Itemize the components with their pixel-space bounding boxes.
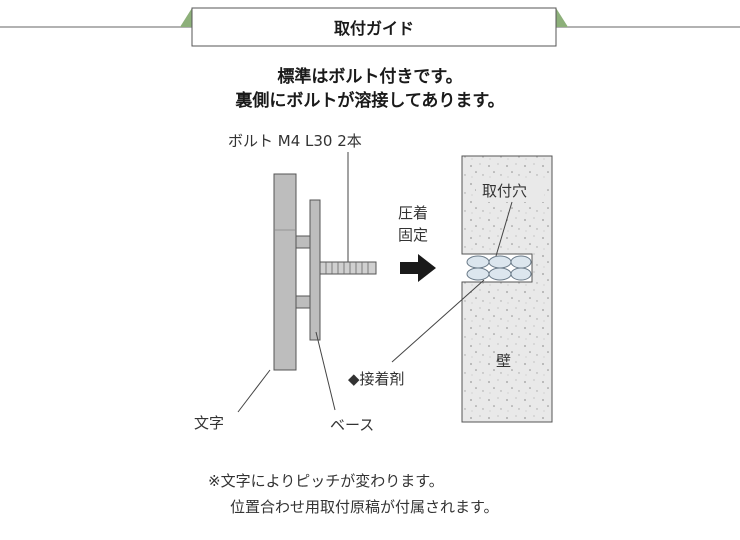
mount-hole-label-bg [476, 178, 544, 202]
arrow-right-icon [400, 254, 436, 282]
spacer-top [295, 235, 311, 249]
letter-leader-line [237, 369, 271, 413]
mount-hole-leader-line [495, 201, 513, 257]
press-fix-label-2: 固定 [398, 226, 428, 244]
intro-line-1: 標準はボルト付きです。 [277, 66, 462, 87]
bolt-label: ボルト M4 L30 2本 [228, 132, 362, 150]
mount-hole-label: 取付穴 [482, 182, 527, 200]
wall-label: 壁 [496, 352, 511, 370]
adhesive-blobs [466, 255, 532, 281]
note-line-2: 位置合わせ用取付原稿が付属されます。 [230, 498, 499, 516]
title-text: 取付ガイド [334, 19, 414, 38]
base-leader-line [315, 331, 336, 411]
letter-plate [273, 173, 297, 371]
base-plate [309, 199, 321, 341]
adhesive-leader-line [391, 279, 485, 363]
letter-label: 文字 [194, 414, 224, 432]
press-fix-label-1: 圧着 [398, 204, 428, 222]
note-line-1: ※文字によりピッチが変わります。 [208, 472, 444, 490]
adhesive-label: ◆接着剤 [348, 370, 405, 388]
spacer-bottom [295, 295, 311, 309]
bolt [319, 261, 377, 275]
intro-line-2: 裏側にボルトが溶接してあります。 [234, 90, 504, 111]
title-banner: 取付ガイド [0, 7, 740, 47]
base-label: ベース [330, 416, 374, 434]
